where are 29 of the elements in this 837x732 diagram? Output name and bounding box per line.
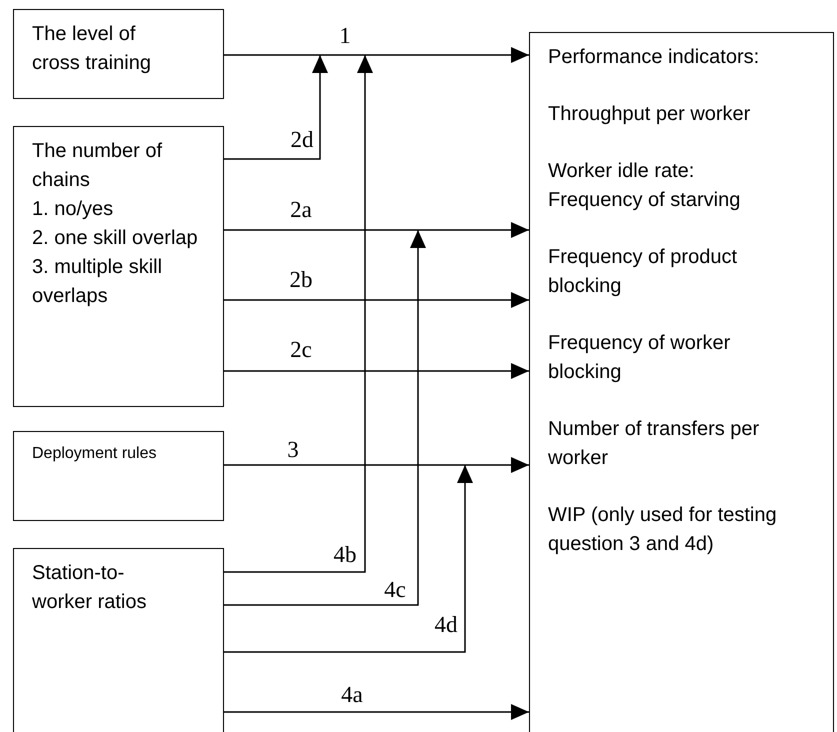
box-text: Deployment rules (32, 444, 156, 464)
arrow (224, 704, 529, 720)
process-box (13, 548, 224, 732)
arrow (224, 292, 529, 308)
box-text: 1. no/yes (32, 197, 114, 222)
arrow (224, 457, 529, 473)
box-text: Frequency of worker blocking (548, 331, 732, 385)
arrow (224, 222, 529, 238)
process-box (529, 32, 834, 732)
arrow (224, 465, 473, 653)
arrow (224, 47, 529, 63)
box-text: The number of chains (32, 139, 164, 193)
arrow (224, 363, 529, 379)
box-text: Station-to-worker ratios (32, 561, 148, 615)
box-text: 2. one skill overlap (32, 226, 198, 251)
box-text: Throughput per worker (548, 102, 750, 127)
box-text: Performance indicators: (548, 45, 760, 70)
process-box (13, 126, 224, 407)
box-text: WIP (only used for testing question 3 and 4d) (548, 503, 778, 557)
box-text: Worker idle rate: Frequency of starving (548, 159, 742, 213)
box-text: The level of cross training (32, 22, 152, 76)
box-text: Frequency of product blocking (548, 245, 738, 299)
box-text: 3. multiple skill overlaps (32, 255, 164, 309)
box-text: Number of transfers per worker (548, 417, 760, 471)
process-box (13, 9, 224, 99)
arrow (224, 55, 373, 573)
arrow (224, 55, 328, 160)
arrow (224, 230, 426, 606)
process-box (13, 431, 224, 521)
